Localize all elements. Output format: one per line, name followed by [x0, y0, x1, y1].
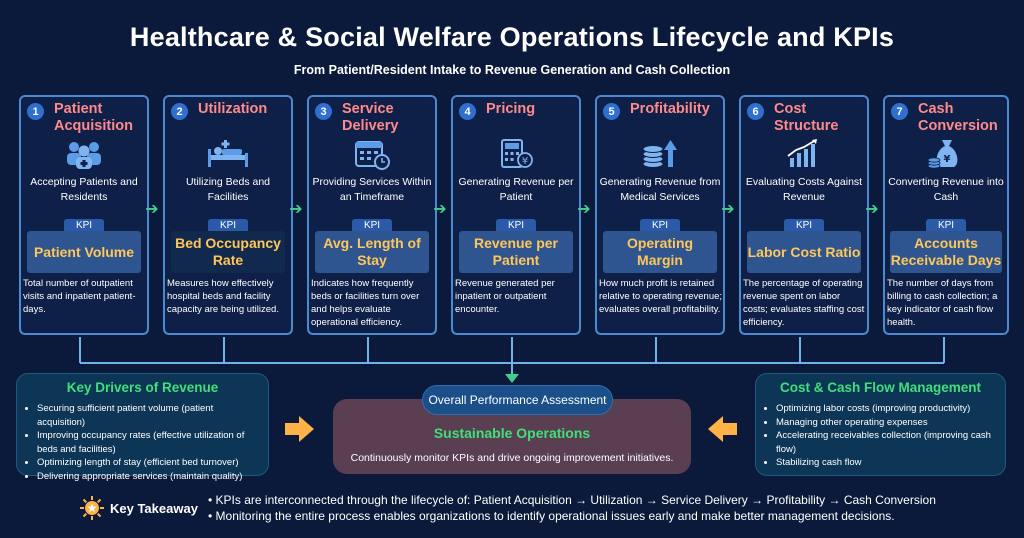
- stage-card-cash-conversion: 7 Cash Conversion ¥ Converting Revenue i…: [883, 95, 1009, 335]
- stage-description: Generating Revenue from Medical Services: [599, 176, 721, 203]
- list-item: Accelerating receivables collection (imp…: [776, 429, 997, 456]
- kpi-tag: KPI: [640, 219, 680, 233]
- people-medical-icon: [21, 139, 147, 169]
- sun-star-icon: [80, 496, 104, 520]
- kpi-detail: Measures how effectively hospital beds a…: [167, 278, 279, 315]
- page-subtitle: From Patient/Resident Intake to Revenue …: [293, 63, 731, 77]
- arrow-left-orange-icon: [708, 416, 737, 442]
- stage-title: Utilization: [198, 101, 268, 117]
- stage-number: 4: [459, 103, 476, 120]
- list-item: Securing sufficient patient volume (pati…: [37, 402, 260, 429]
- kpi-tag: KPI: [784, 219, 824, 233]
- arrow-right-icon: ➔: [577, 201, 591, 218]
- kpi-tag: KPI: [64, 219, 104, 233]
- kpi-name: Revenue per Patient: [459, 231, 573, 273]
- kpi-detail: How much profit is retained relative to …: [599, 278, 723, 315]
- list-item: Monitoring the entire process enables or…: [208, 508, 1008, 524]
- stage-card-cost-structure: 6 Cost Structure Evaluating Costs Agains…: [739, 95, 869, 335]
- kpi-name: Accounts Receivable Days: [890, 231, 1002, 273]
- key-takeaway-label: Key Takeaway: [80, 496, 198, 520]
- list-item: Stabilizing cash flow: [776, 456, 997, 470]
- kpi-tag: KPI: [496, 219, 536, 233]
- arrow-right-icon: ➔: [721, 201, 735, 218]
- kpi-detail: Total number of outpatient visits and in…: [23, 278, 136, 315]
- key-drivers-panel: Key Drivers of Revenue Securing sufficie…: [16, 373, 269, 482]
- stage-number: 6: [747, 103, 764, 120]
- list-item: KPIs are interconnected through the life…: [208, 492, 1008, 508]
- stage-title: Service Delivery: [342, 101, 399, 134]
- stage-number: 7: [891, 103, 908, 120]
- stage-title: Cash Conversion: [918, 101, 998, 134]
- stage-description: Converting Revenue into Cash: [888, 176, 1004, 203]
- money-bag-icon: ¥: [885, 139, 1007, 169]
- stage-card-service-delivery: 3 Service Delivery Providing Services Wi…: [307, 95, 437, 335]
- arrow-right-icon: ➔: [145, 201, 159, 218]
- stage-number: 5: [603, 103, 620, 120]
- costs-list: Optimizing labor costs (improving produc…: [772, 402, 997, 470]
- stage-description: Generating Revenue per Patient: [458, 176, 574, 203]
- panel-title: Cost & Cash Flow Management: [779, 380, 982, 395]
- calculator-yen-icon: ¥: [453, 139, 579, 169]
- kpi-tag: KPI: [352, 219, 392, 233]
- kpi-name: Labor Cost Ratio: [747, 231, 861, 273]
- takeaway-title: Key Takeaway: [110, 500, 198, 516]
- stage-card-patient-acquisition: 1 Patient Acquisition Accepting Patients…: [19, 95, 149, 335]
- stage-title: Pricing: [486, 101, 536, 117]
- kpi-detail: The percentage of operating revenue spen…: [743, 278, 865, 328]
- stage-number: 3: [315, 103, 332, 120]
- kpi-tag: KPI: [926, 219, 966, 233]
- stage-description: Providing Services Within an Timeframe: [312, 176, 432, 203]
- arrow-right-orange-icon: [285, 416, 314, 442]
- coins-growth-icon: [597, 139, 723, 169]
- drivers-list: Securing sufficient patient volume (pati…: [33, 402, 260, 483]
- kpi-detail: Indicates how frequently beds or facilit…: [311, 278, 420, 328]
- cost-cashflow-panel: Cost & Cash Flow Management Optimizing l…: [755, 373, 1006, 476]
- kpi-name: Patient Volume: [27, 231, 141, 273]
- list-item: Managing other operating expenses: [776, 416, 997, 430]
- arrow-right-icon: ➔: [433, 201, 447, 218]
- stage-number: 1: [27, 103, 44, 120]
- stage-card-utilization: 2 Utilization Utilizing Beds and Facilit…: [163, 95, 293, 335]
- list-item: Delivering appropriate services (maintai…: [37, 470, 260, 484]
- stage-title: Patient Acquisition: [54, 101, 133, 134]
- calendar-clock-icon: [309, 139, 435, 170]
- overall-assessment-pill: Overall Performance Assessment: [422, 385, 613, 415]
- arrow-right-icon: ➔: [289, 201, 303, 218]
- stage-number: 2: [171, 103, 188, 120]
- takeaway-list: KPIs are interconnected through the life…: [208, 492, 1008, 524]
- svg-text:¥: ¥: [522, 156, 528, 167]
- svg-text:¥: ¥: [944, 154, 951, 165]
- stage-description: Utilizing Beds and Facilities: [185, 176, 271, 203]
- kpi-name: Operating Margin: [603, 231, 717, 273]
- stage-description: Evaluating Costs Against Revenue: [745, 176, 863, 203]
- list-item: Optimizing labor costs (improving produc…: [776, 402, 997, 416]
- list-item: Improving occupancy rates (effective uti…: [37, 429, 260, 456]
- arrow-right-icon: ➔: [865, 201, 879, 218]
- kpi-tag: KPI: [208, 219, 248, 233]
- kpi-name: Avg. Length of Stay: [315, 231, 429, 273]
- kpi-detail: Revenue generated per inpatient or outpa…: [455, 278, 555, 315]
- center-description: Continuously monitor KPIs and drive ongo…: [350, 452, 674, 464]
- list-item: Optimizing length of stay (efficient bed…: [37, 456, 260, 470]
- kpi-detail: The number of days from billing to cash …: [887, 278, 998, 328]
- kpi-name: Bed Occupancy Rate: [171, 231, 285, 273]
- stage-card-pricing: 4 Pricing ¥ Generating Revenue per Patie…: [451, 95, 581, 335]
- stage-description: Accepting Patients and Residents: [30, 176, 138, 203]
- stage-title: Cost Structure: [774, 101, 839, 134]
- stage-card-profitability: 5 Profitability Generating Revenue from …: [595, 95, 725, 335]
- center-title: Sustainable Operations: [433, 425, 591, 441]
- bar-chart-trend-icon: [741, 139, 867, 169]
- page-title: Healthcare & Social Welfare Operations L…: [129, 22, 895, 52]
- stage-title: Profitability: [630, 101, 710, 117]
- panel-title: Key Drivers of Revenue: [66, 380, 219, 395]
- hospital-bed-icon: [165, 139, 291, 169]
